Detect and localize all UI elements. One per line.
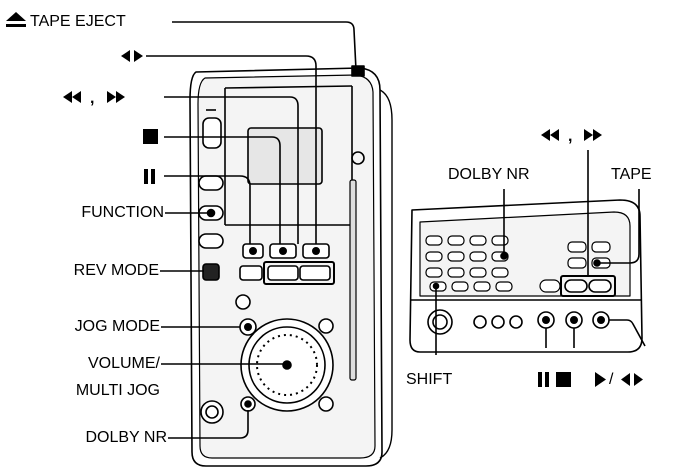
remote-stop-icon bbox=[556, 372, 571, 387]
dolby-nr-right-label: DOLBY NR bbox=[448, 166, 530, 183]
function-label: FUNCTION bbox=[81, 204, 164, 221]
tape-eject-label: TAPE EJECT bbox=[30, 13, 126, 30]
tape-label: TAPE bbox=[611, 166, 652, 183]
shift-label: SHIFT bbox=[406, 371, 453, 388]
multi-jog-label: MULTI JOG bbox=[75, 382, 160, 399]
remote-control bbox=[409, 199, 643, 353]
play-reverse-icon bbox=[121, 50, 143, 62]
dolby-nr-left-label: DOLBY NR bbox=[85, 429, 167, 446]
rew-ff-separator: , bbox=[90, 90, 95, 107]
remote-pause-icon bbox=[538, 372, 549, 387]
fast-forward-icon bbox=[107, 91, 125, 103]
remote-rew-ff-separator: , bbox=[568, 128, 573, 145]
remote-fast-forward-icon bbox=[584, 129, 602, 141]
remote-play-reverse-icon bbox=[621, 373, 643, 386]
main-unit bbox=[189, 65, 393, 467]
jog-mode-label: JOG MODE bbox=[74, 318, 160, 335]
stop-icon bbox=[143, 129, 158, 144]
remote-rewind-icon bbox=[541, 129, 559, 141]
play-icon bbox=[595, 372, 606, 387]
rewind-icon bbox=[63, 91, 81, 103]
play-reverse-separator: / bbox=[609, 371, 614, 388]
volume-label: VOLUME/ bbox=[87, 355, 160, 372]
eject-icon bbox=[6, 12, 26, 27]
pause-icon bbox=[144, 169, 155, 184]
leader-lines bbox=[146, 21, 646, 439]
rev-mode-label: REV MODE bbox=[73, 262, 159, 279]
